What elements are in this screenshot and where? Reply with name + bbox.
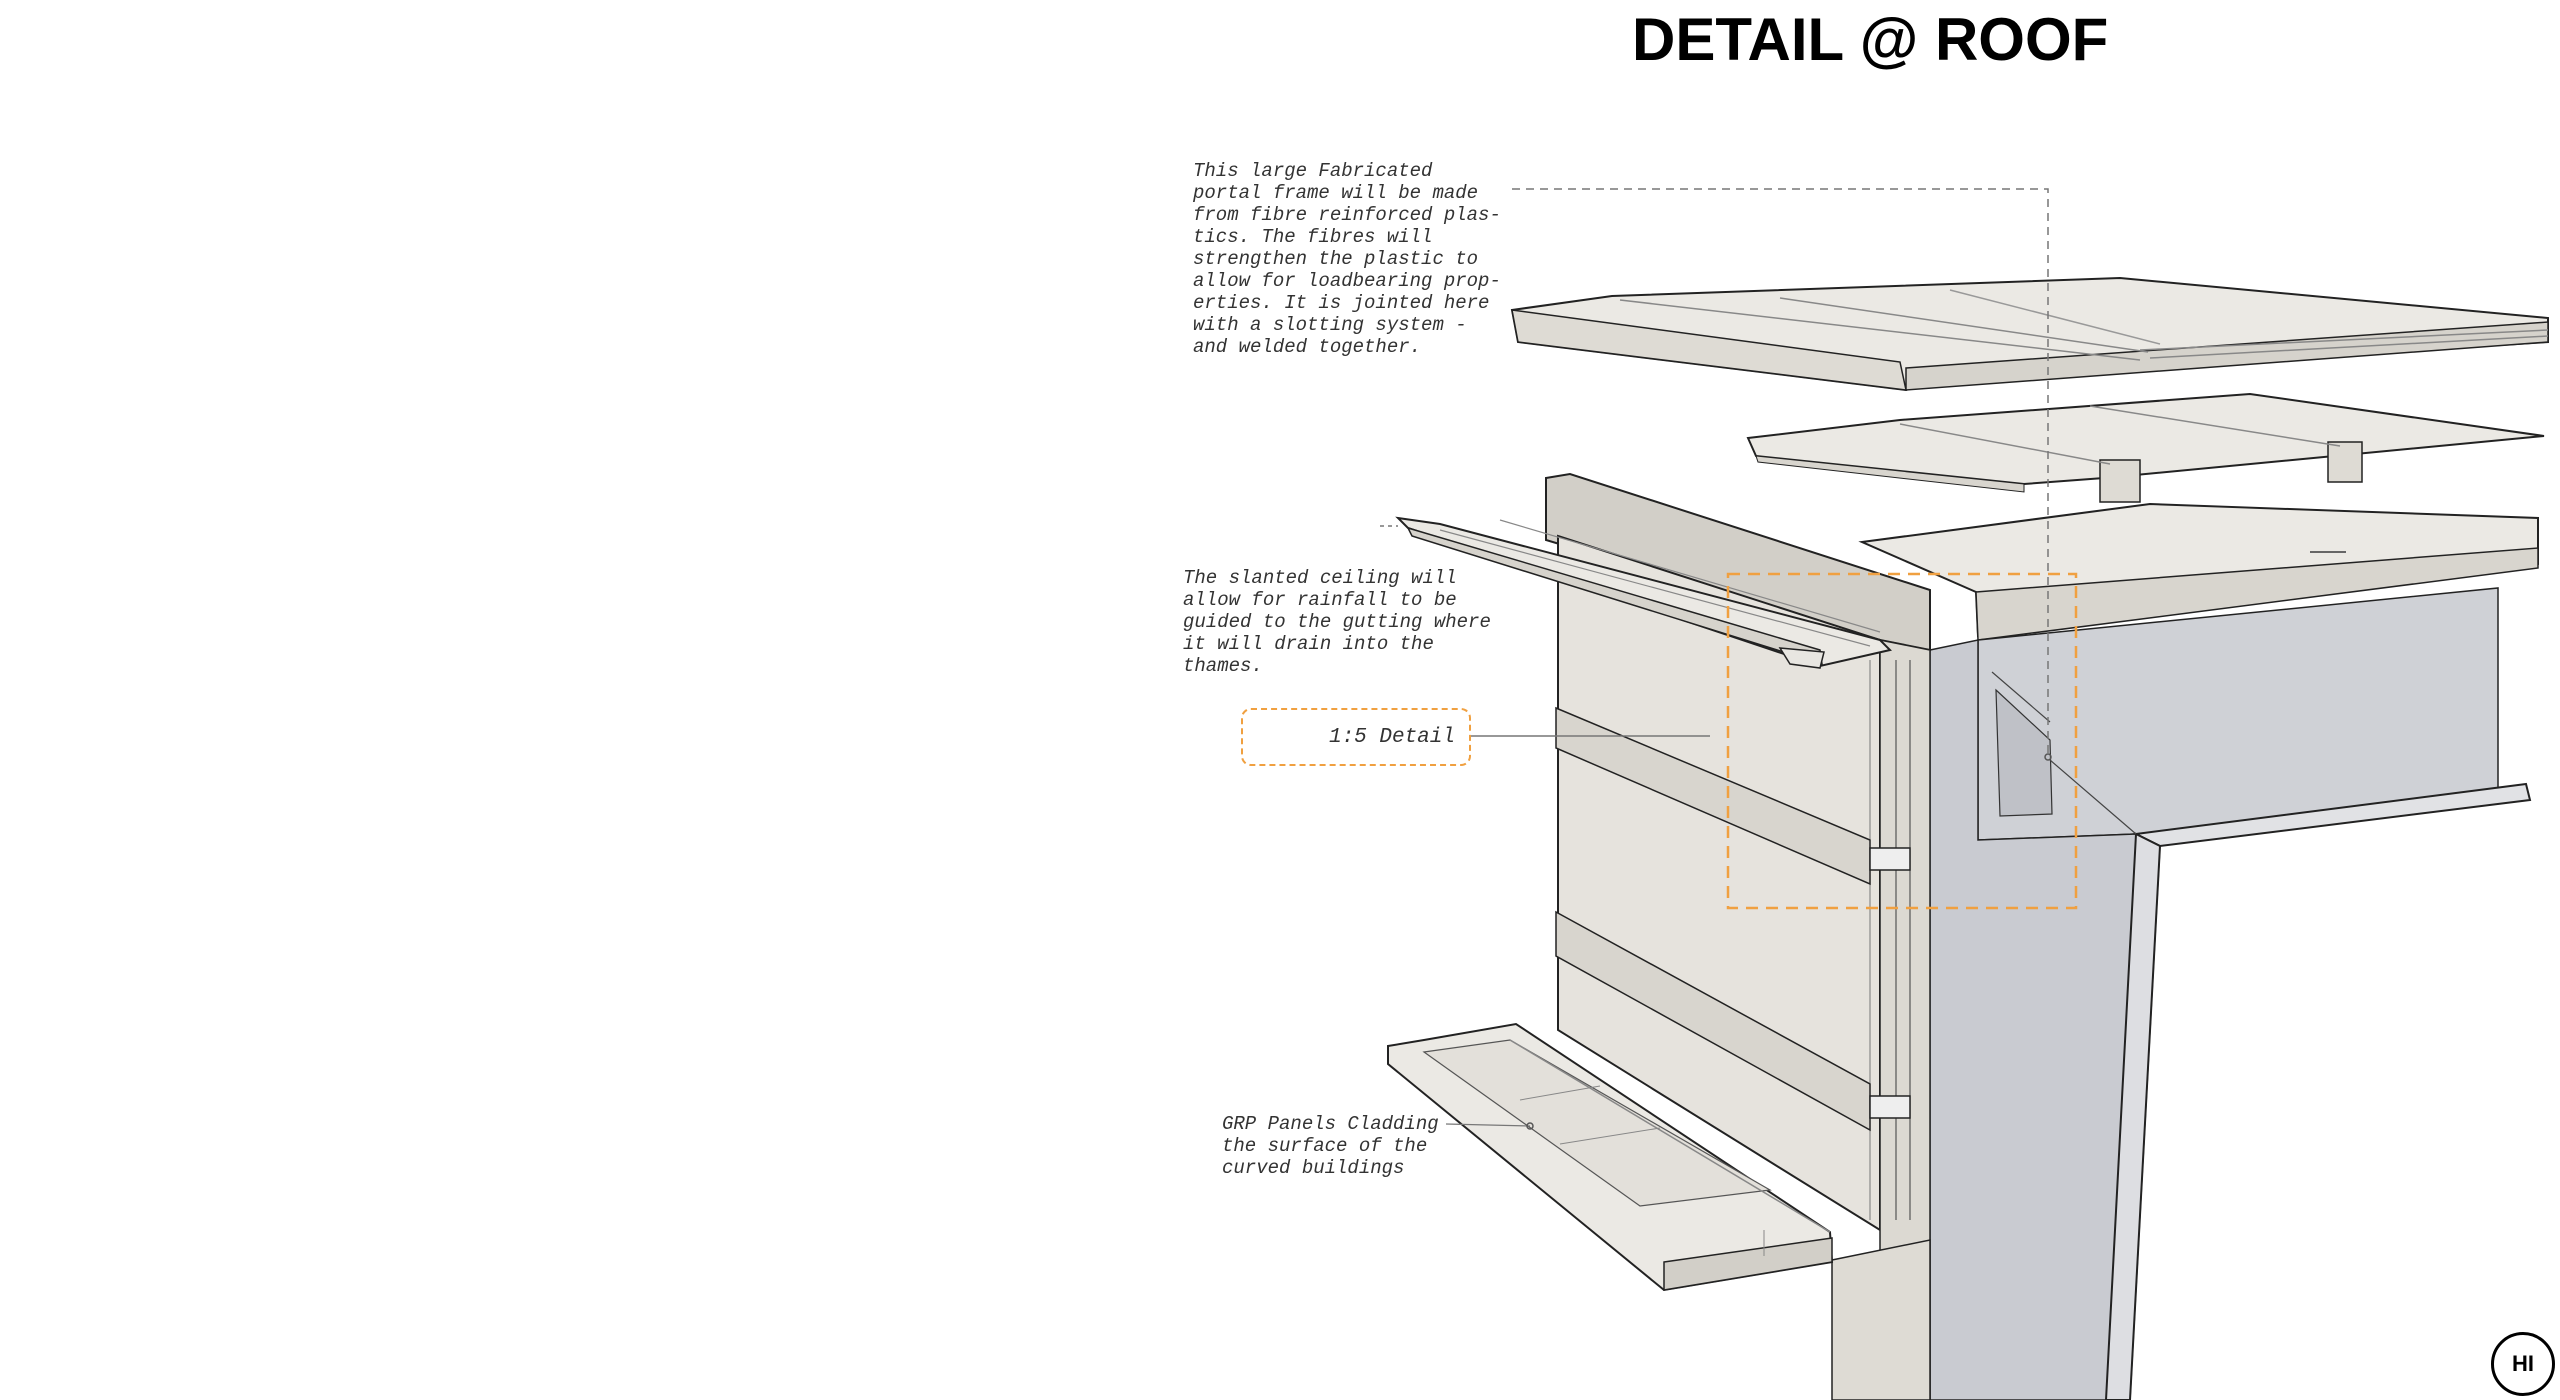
detail-callout-box[interactable]: 1:5 Detail (1241, 708, 1471, 766)
slanted-ceiling-gutter (1395, 516, 1892, 669)
roof-deck (1858, 502, 2539, 641)
page-title: DETAIL @ ROOF (1632, 6, 2109, 73)
leader-lines (1380, 188, 2052, 1130)
portal-frame (1929, 587, 2532, 1400)
slanted-ceiling-note: The slanted ceiling will allow for rainf… (1183, 567, 1491, 677)
detail-callout-label: 1:5 Detail (1328, 726, 1455, 749)
wall-cladding (1545, 472, 1931, 1400)
soffit-panel (1387, 1022, 1834, 1292)
page-badge[interactable]: HI (2491, 1332, 2555, 1396)
grp-cladding-note: GRP Panels Cladding the surface of the c… (1222, 1113, 1439, 1179)
top-roof-panel (1510, 276, 2549, 392)
portal-frame-note: This large Fabricated portal frame will … (1193, 160, 1501, 358)
intermediate-roof-panel (1746, 392, 2545, 503)
